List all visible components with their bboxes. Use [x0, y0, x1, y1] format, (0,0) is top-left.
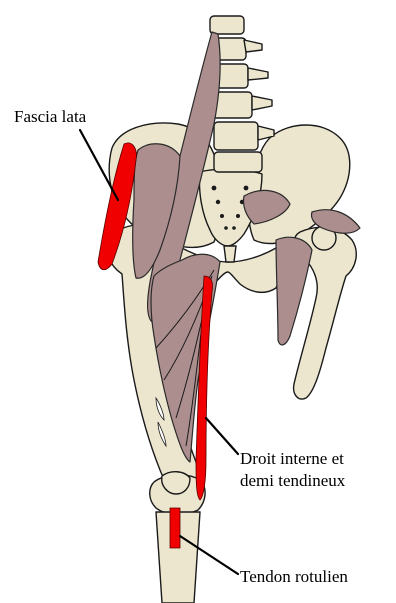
right-thigh-muscle [276, 237, 312, 345]
label-droit-interne-line2: demi tendineux [240, 471, 346, 490]
label-droit-interne-line1: Droit interne et [240, 449, 344, 468]
coccyx [224, 246, 236, 262]
label-fascia-lata: Fascia lata [14, 107, 87, 126]
vertebra-6 [214, 152, 262, 172]
vertebra-5 [214, 122, 258, 150]
pointer-droit-interne [206, 418, 238, 454]
patellar-tendon-red [170, 508, 180, 548]
vertebra-1 [210, 16, 244, 34]
label-tendon-rotulien: Tendon rotulien [240, 567, 348, 586]
